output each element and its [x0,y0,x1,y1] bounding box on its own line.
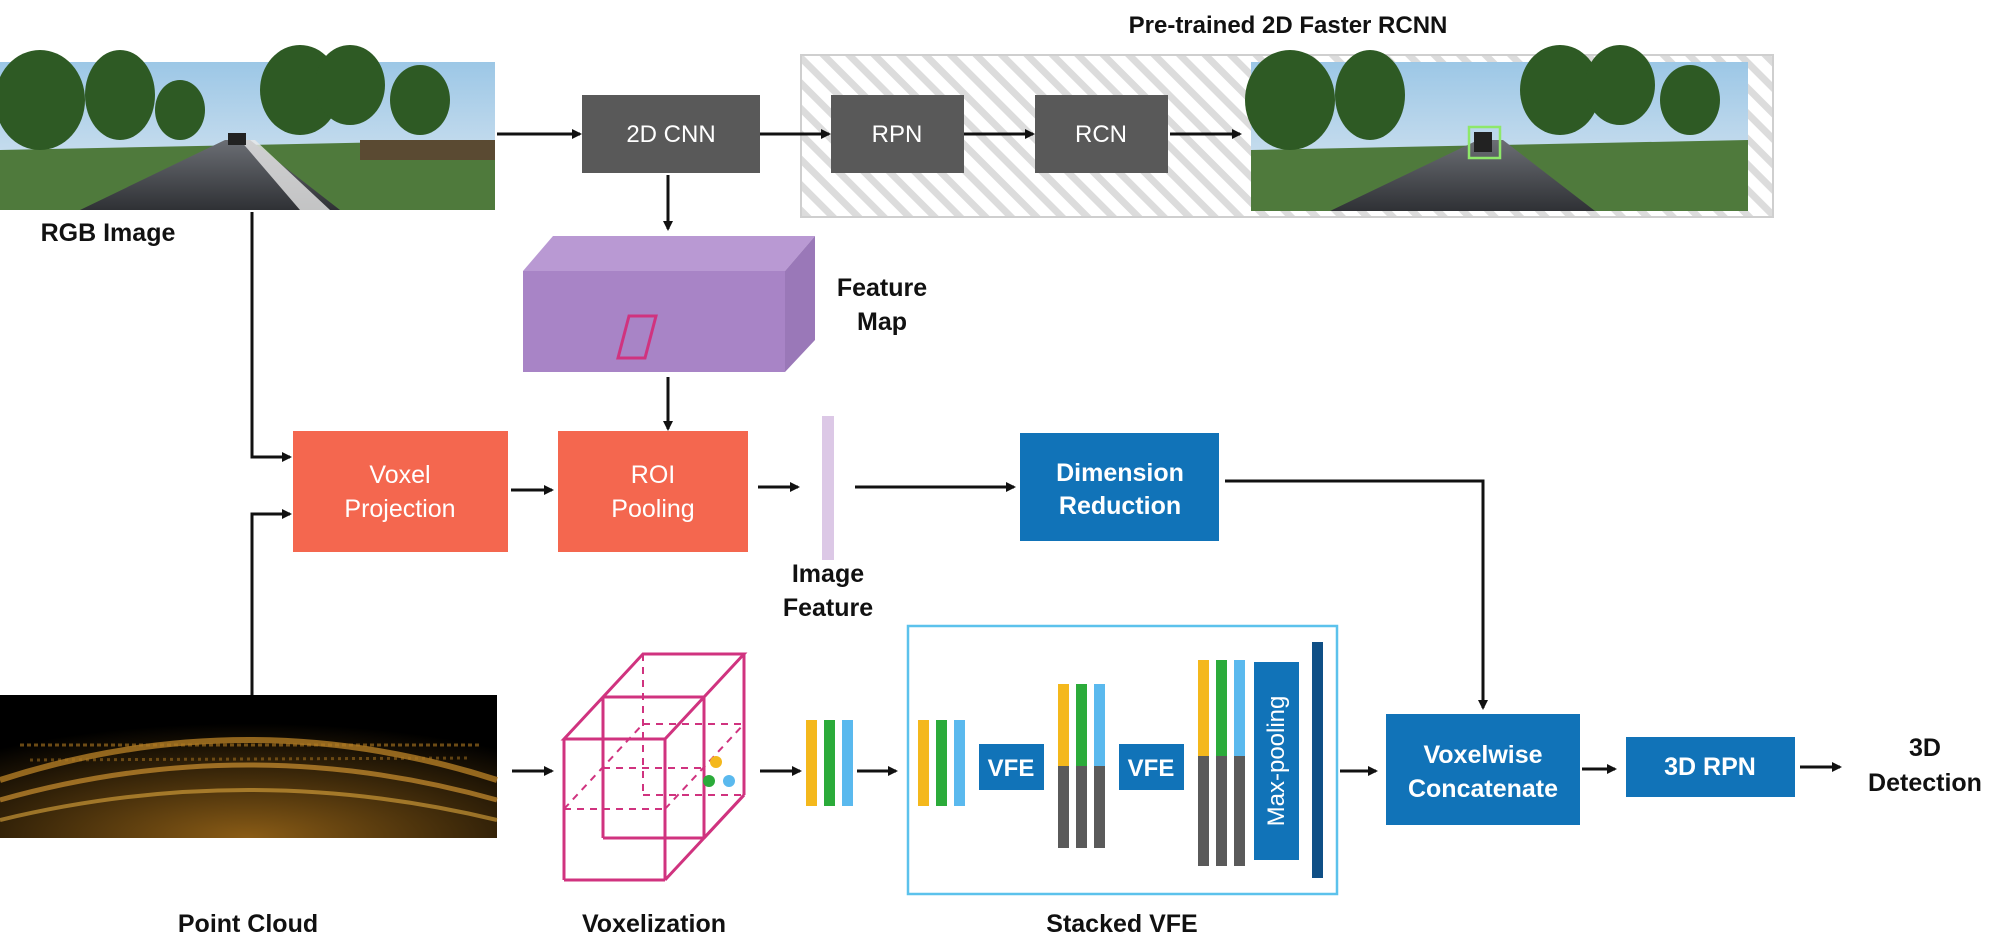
vfe-input-bars [918,720,965,806]
point-cloud-label: Point Cloud [178,910,318,935]
voxelwise-label-line1: Voxelwise [1423,741,1542,769]
vfe-box-2 [1119,744,1184,790]
cnn2d-label: 2D CNN [626,121,715,148]
voxelwise-concatenate-box [1386,714,1580,825]
cnn2d-box [582,95,760,173]
vfe-output-bars [1198,660,1245,866]
rgb-image-photo [0,45,495,210]
vfe-mid-bars [1058,684,1105,848]
pretrained-rcnn-title: Pre-trained 2D Faster RCNN [1129,12,1448,39]
vfe-box-1 [979,744,1044,790]
rcn-label: RCN [1075,121,1127,148]
detection-label-line2: Detection [1868,769,1982,797]
max-pooling-label: Max-pooling [1263,696,1290,827]
dimension-reduction-label-line2: Reduction [1059,492,1181,520]
voxelization-grid [560,652,748,882]
rpn-box [831,95,964,173]
rgb-image-label: RGB Image [41,219,176,247]
voxel-point-green [703,775,715,787]
voxel-point-blue [723,775,735,787]
dimension-reduction-label-line1: Dimension [1056,459,1184,487]
point-cloud-image [0,695,498,838]
voxel-projection-label-line2: Projection [344,495,455,523]
rpn3d-label: 3D RPN [1664,753,1756,781]
voxel-point-yellow [710,756,722,768]
feature-map-label-line1: Feature [837,274,927,302]
max-pooling-box [1254,662,1299,860]
feature-map-label-line2: Map [857,308,907,336]
image-feature-label-line1: Image [792,560,864,588]
vfe-label-2: VFE [1128,755,1175,782]
roi-pooling-box [558,431,748,552]
stacked-vfe-frame [906,624,1339,896]
detection-bbox [1467,125,1502,160]
voxelization-label: Voxelization [582,910,726,935]
rpn-label: RPN [872,121,923,148]
dimension-reduction-box [1020,433,1219,541]
image-feature-bar [822,416,834,560]
voxel-projection-box [293,431,508,552]
detection-label-line1: 3D [1909,734,1941,762]
rcn-box [1035,95,1168,173]
roi-pooling-label-line1: ROI [631,461,675,489]
image-feature-label-line2: Feature [783,594,873,622]
pooled-feature-bar [1312,642,1323,878]
feature-map-cuboid [523,236,815,372]
voxelwise-label-line2: Concatenate [1408,775,1558,803]
roi-pooling-label-line2: Pooling [611,495,694,523]
stacked-vfe-label: Stacked VFE [1046,910,1197,935]
rpn3d-box [1626,737,1795,797]
roi-region-marker [616,314,658,360]
voxel-projection-label-line1: Voxel [369,461,430,489]
vfe-label-1: VFE [988,755,1035,782]
detection-output-photo [1245,45,1748,211]
point-feature-bars [806,720,853,806]
